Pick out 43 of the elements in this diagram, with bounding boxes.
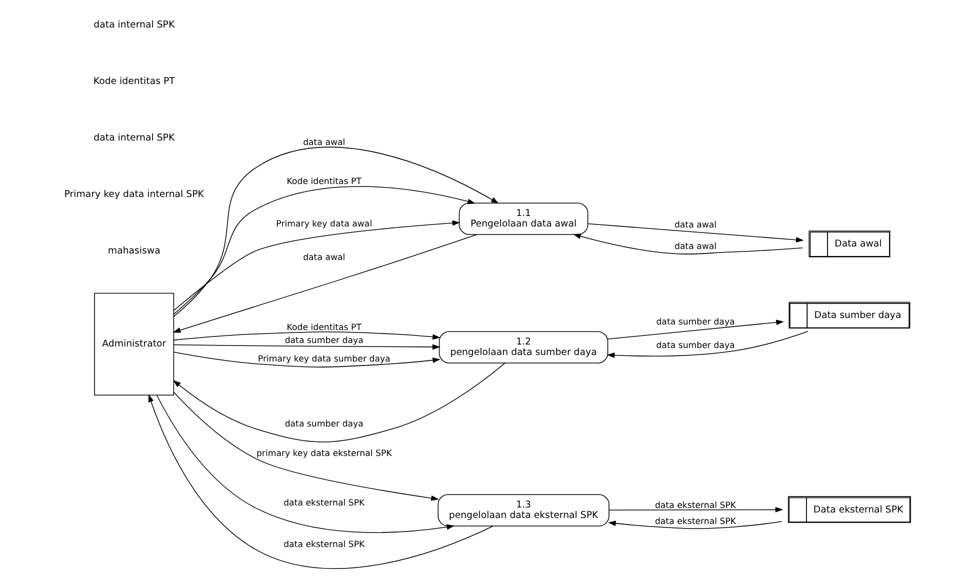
- edge-label: data eksternal SPK: [284, 540, 365, 550]
- arrow: [606, 330, 808, 358]
- arrow: [172, 234, 478, 333]
- arrow: [148, 394, 494, 569]
- edge-label: Kode identitas PT: [286, 177, 362, 188]
- edge-label: data sumber daya: [284, 419, 364, 430]
- node-box: 1.1 Pengelolaan data awal: [458, 202, 588, 235]
- arrow: [173, 362, 506, 442]
- edge-label: Primary key data sumber daya: [258, 354, 390, 364]
- node-box: Administrator: [94, 292, 174, 396]
- arrow: [607, 320, 784, 340]
- edge-label: data sumber daya: [284, 336, 364, 346]
- edge-label: data eksternal SPK: [284, 498, 365, 508]
- edge-label: primary key data eksternal SPK: [256, 449, 392, 460]
- arrow: [156, 394, 455, 533]
- arrow: [173, 352, 440, 368]
- arrow: [608, 506, 784, 512]
- edge-label: data awal: [674, 242, 717, 252]
- arrow: [572, 234, 804, 254]
- edge-label: data awal: [674, 220, 717, 230]
- arrow: [608, 520, 782, 530]
- edge-label: data sumber daya: [656, 340, 735, 351]
- arrow: [173, 146, 499, 317]
- edge-label: data eksternal SPK: [654, 517, 736, 528]
- edge-label: data awal: [303, 138, 346, 148]
- node-box: 1.2 pengelolaan data sumber daya: [438, 331, 608, 364]
- label: data internal SPK: [94, 20, 175, 31]
- label: data internal SPK: [94, 132, 175, 144]
- arrow: [173, 392, 439, 501]
- label: mahasiswa: [108, 245, 160, 256]
- edge-label: Kode identitas PT: [286, 322, 362, 333]
- arrow: [588, 223, 804, 243]
- node-box: 1.3 pengelolaan data eksternal SPK: [438, 494, 610, 526]
- edge-label: data awal: [303, 253, 346, 264]
- label: Kode identitas PT: [93, 76, 175, 88]
- edge-label: data eksternal SPK: [654, 500, 736, 511]
- arrow: [173, 331, 440, 340]
- arrow: [173, 220, 460, 311]
- edge-label: data sumber daya: [656, 317, 735, 328]
- arrow: [174, 186, 476, 314]
- label: Primary key data internal SPK: [64, 188, 204, 200]
- arrow: [173, 344, 440, 350]
- edge-label: Primary key data awal: [276, 220, 372, 230]
